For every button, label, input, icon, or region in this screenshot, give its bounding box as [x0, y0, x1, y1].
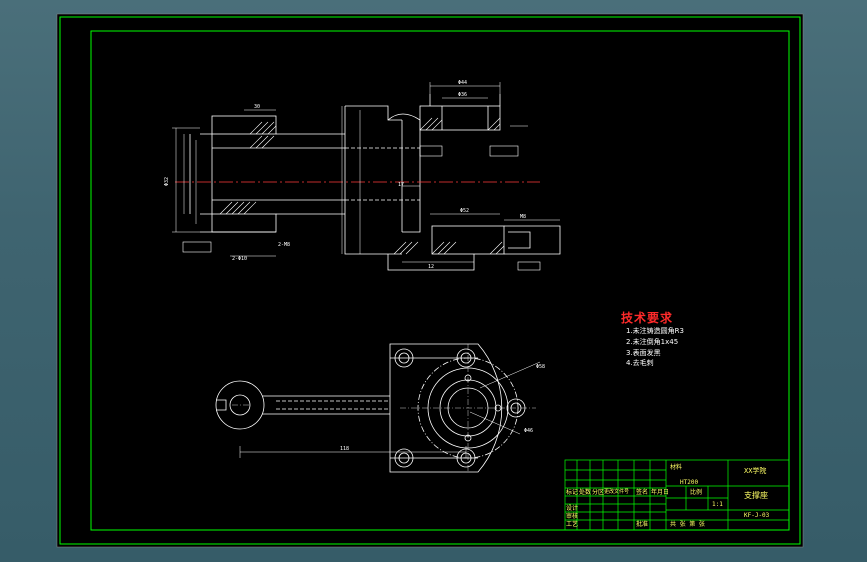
- row-label-mark: 标记: [566, 489, 579, 496]
- dim-phi36: Φ36: [458, 92, 467, 98]
- plan-view-center-lines: [232, 344, 536, 472]
- dim-phi52: Φ52: [460, 208, 469, 214]
- scale-label: 比例: [690, 489, 703, 496]
- material-label: 材料: [670, 464, 683, 471]
- scale-value: 1:1: [712, 501, 723, 508]
- tech-requirement-item: 4.去毛刺: [626, 359, 654, 367]
- dim-phi46: Φ46: [524, 428, 533, 434]
- tech-requirements-heading: 技术要求: [621, 311, 674, 325]
- section-hatching: [219, 117, 505, 255]
- dim-phi32: Φ32: [164, 177, 170, 186]
- material-value: HT200: [680, 479, 699, 486]
- approve-label: 批准: [636, 521, 649, 528]
- dim-phi44: Φ44: [458, 80, 467, 86]
- check-label: 审核: [566, 513, 579, 520]
- process-label: 工艺: [566, 521, 579, 528]
- tech-requirement-item: 2.未注倒角1x45: [626, 338, 679, 346]
- sheet-label: 共 张 第 张: [670, 521, 705, 528]
- dim-12: 12: [428, 264, 434, 270]
- tolerance-frames: [182, 145, 541, 271]
- dimension-text: Φ44 Φ36 Φ32 2-Φ10 30 17 M8 Φ52 2-M8 12: [164, 80, 526, 270]
- dim-m8: M8: [520, 214, 526, 220]
- row-label-change: 更改文件号: [604, 489, 630, 495]
- school-name: XX学院: [744, 467, 767, 475]
- tech-requirement-item: 3.表面发黑: [626, 349, 661, 357]
- title-block: [564, 459, 790, 531]
- dimension-lines: [172, 82, 560, 263]
- dim-2-m8: 2-M8: [278, 242, 290, 248]
- part-name: 支撑座: [744, 491, 768, 500]
- drawing-number: KF-J-03: [744, 512, 770, 519]
- dim-30: 30: [254, 104, 260, 110]
- dim-17: 17: [398, 182, 404, 188]
- plan-view-dim-text: Φ58 Φ46 118: [340, 364, 545, 452]
- row-label-zone: 分区: [592, 489, 605, 496]
- tech-requirement-item: 1.未注铸造圆角R3: [626, 327, 684, 335]
- row-label-sign: 签名: [636, 489, 649, 496]
- dim-118: 118: [340, 446, 349, 452]
- dim-2-phi10: 2-Φ10: [232, 256, 247, 262]
- outer-frame: [59, 16, 801, 545]
- dim-phi58: Φ58: [536, 364, 545, 370]
- inner-frame: [90, 30, 790, 531]
- row-label-count: 处数: [579, 489, 592, 496]
- front-section-view: [189, 94, 561, 271]
- row-label-date: 年月日: [651, 489, 670, 496]
- design-label: 设计: [566, 505, 579, 512]
